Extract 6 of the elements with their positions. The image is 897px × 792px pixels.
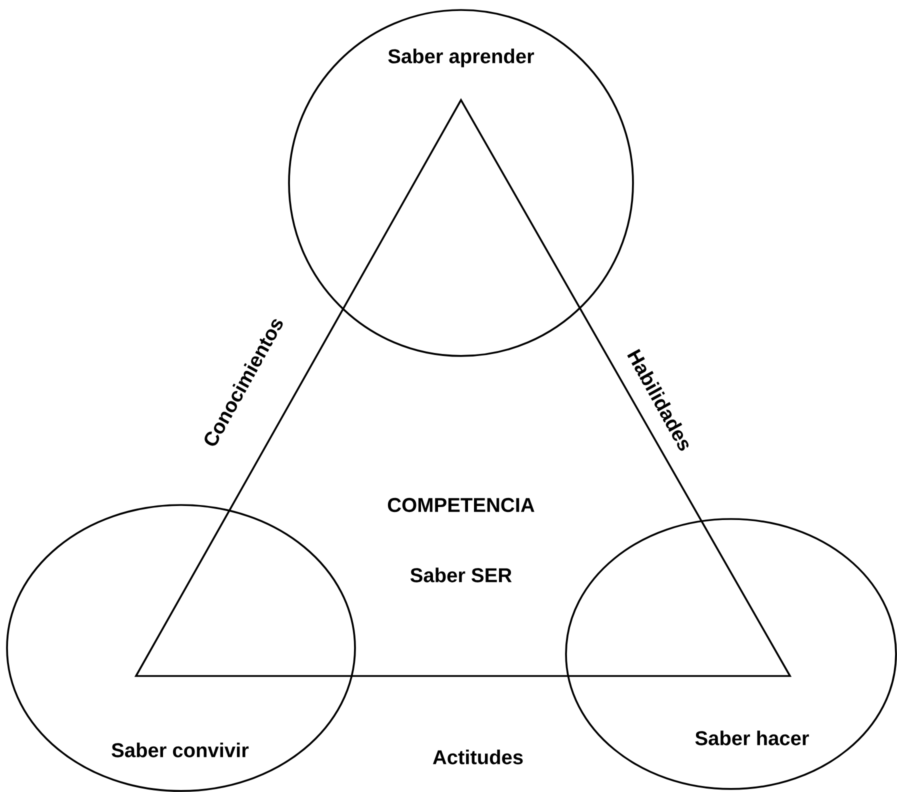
node-label: Saber SER [410, 568, 512, 582]
node-label: Saber convivir [112, 742, 249, 758]
node-label: COMPETENCIA [388, 498, 534, 512]
node-label: Saber aprender [388, 48, 534, 68]
side-label: Actitudes [432, 750, 523, 764]
node-label: Saber hacer [695, 730, 809, 746]
